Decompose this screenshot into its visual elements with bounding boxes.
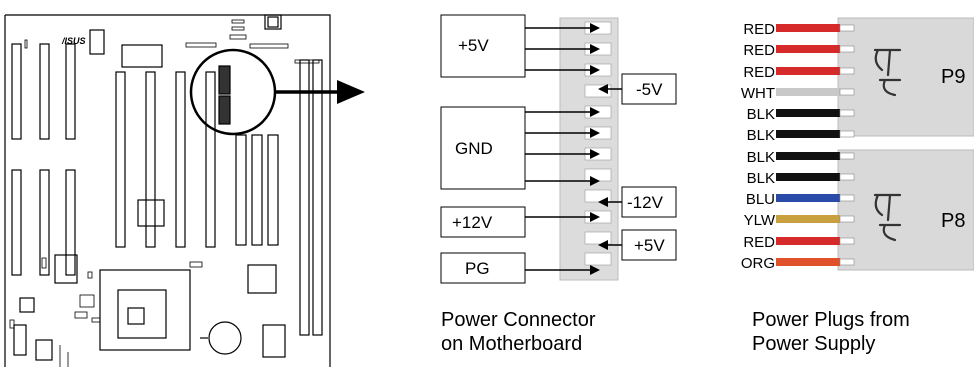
label-gnd: GND	[455, 139, 493, 158]
wire-label: WHT	[741, 85, 775, 102]
wire-label: BLK	[747, 106, 775, 123]
wire-label: BLU	[746, 191, 775, 208]
label-plus5v-top: +5V	[458, 36, 489, 55]
plug-p8-body	[837, 149, 974, 271]
plug-label-p8: P8	[941, 210, 965, 232]
wire-label: RED	[743, 21, 775, 38]
power-connector: +5V GND +12V PG -5V -12V +5V Power Conne…	[440, 14, 677, 355]
wire-label: ORG	[741, 255, 775, 272]
wire-label: RED	[743, 64, 775, 81]
label-box-plus12v	[440, 206, 526, 238]
label-box-plus5v-right	[621, 229, 677, 261]
label-box-gnd	[440, 106, 526, 190]
connector-caption-line2: on Motherboard	[441, 333, 582, 355]
connector-caption-line1: Power Connector	[441, 309, 596, 331]
label-pg: PG	[465, 259, 490, 278]
wire-label: BLK	[747, 127, 775, 144]
plug-label-p9: P9	[941, 66, 965, 88]
label-box-minus5v	[621, 73, 677, 105]
power-plugs: RED RED RED WHT BLK BLK BLK BLK BLU YLW …	[741, 17, 974, 355]
label-plus5v-bottom: +5V	[634, 236, 665, 255]
label-minus5v: -5V	[636, 80, 663, 99]
plugs-caption-line2: Power Supply	[752, 333, 875, 355]
wire-label: RED	[743, 42, 775, 59]
plugs-caption-line1: Power Plugs from	[752, 309, 910, 331]
motherboard: /ISUS	[4, 14, 365, 367]
wire-label: BLK	[747, 170, 775, 187]
handwritten-mark	[873, 48, 902, 242]
label-plus12v: +12V	[452, 213, 493, 232]
label-minus12v: -12V	[627, 193, 664, 212]
label-box-minus12v	[621, 186, 677, 218]
wire-label: YLW	[744, 212, 776, 229]
wire-label: RED	[743, 234, 775, 251]
label-box-pg	[440, 252, 526, 284]
wire-label: BLK	[747, 149, 775, 166]
plug-p9-body	[837, 17, 974, 137]
label-box-plus5v	[440, 14, 526, 78]
brand-logo: /ISUS	[61, 36, 86, 46]
